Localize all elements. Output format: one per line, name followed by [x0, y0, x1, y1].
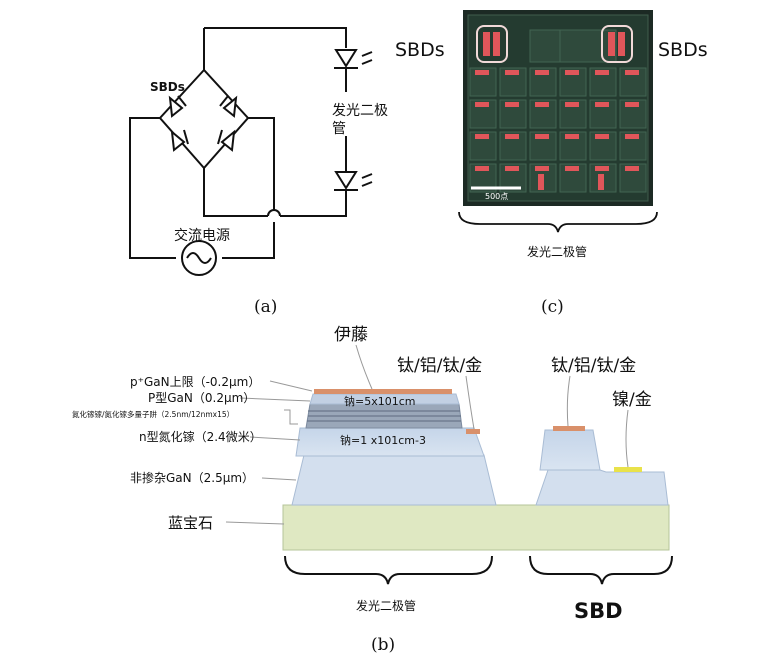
wire-crossover	[267, 209, 281, 217]
led-cell-pad	[505, 70, 519, 75]
led-contact-label: 钛/铝/钛/金	[397, 356, 482, 376]
bridge-diode-3	[170, 129, 189, 152]
ac-source-icon	[181, 240, 217, 276]
wire-left-loop	[129, 117, 176, 259]
sbd-bracket	[529, 555, 673, 585]
led-cell-pad	[595, 134, 609, 139]
led-p-gan	[309, 393, 460, 405]
mqw-lines	[307, 410, 461, 422]
led-cell-pad	[505, 102, 519, 107]
scale-bar-label: 500点	[485, 192, 508, 201]
led-cell-pad	[625, 102, 639, 107]
sapphire-substrate	[282, 504, 670, 551]
sbd-pads-right	[608, 32, 625, 56]
sbd-contact-label: 钛/铝/钛/金	[551, 356, 636, 376]
led-cell-pad	[505, 166, 519, 171]
led-cell-pad	[565, 134, 579, 139]
leader-sbd-ohmic	[566, 375, 571, 427]
led-cell-pad	[625, 166, 639, 171]
led-cell-pad	[625, 70, 639, 75]
wire-right-bottom	[222, 222, 275, 259]
caption-c: (c)	[541, 297, 564, 317]
led-cell-pad	[595, 102, 609, 107]
layer-n-gan-label: n型氮化镓（2.4微米）	[139, 429, 262, 444]
layer-p-cap-label: p⁺GaN上限（-0.2μm）	[130, 375, 260, 389]
sbd-schottky-contact	[614, 467, 642, 472]
led-cell-pad	[565, 70, 579, 75]
led-bracket-label: 发光二极管	[356, 598, 416, 613]
wire-led-bottom	[280, 190, 347, 217]
top-contact-label: 伊藤	[334, 325, 368, 345]
led-cell	[529, 67, 557, 97]
wire-top	[204, 27, 347, 48]
led-undoped-gan	[291, 454, 497, 506]
leader-mqw	[284, 409, 298, 425]
led-label-line2: 管	[332, 121, 346, 137]
leader-undoped	[261, 477, 297, 481]
sbd-undoped-gan	[535, 469, 669, 506]
led-cell-top	[559, 29, 617, 63]
circuit-diagram: SBDs 发光二极 管 交流电源	[129, 27, 388, 276]
led-cell-pad	[475, 70, 489, 75]
leader-p-cap	[269, 380, 313, 392]
led-cell-pad-vertical	[598, 174, 604, 190]
layer-undoped-label: 非掺杂GaN（2.5μm）	[130, 470, 254, 485]
sbd-n-gan	[539, 429, 601, 471]
led-group-bracket	[458, 211, 658, 233]
wire-right	[248, 117, 275, 210]
led-label-line1: 发光二极	[332, 103, 388, 119]
sbd-left-label: SBDs	[395, 39, 445, 61]
ac-source-label: 交流电源	[174, 227, 230, 244]
leader-sapphire	[225, 521, 285, 525]
sbd-ohmic-contact	[553, 426, 585, 431]
caption-a: (a)	[254, 297, 277, 317]
doping-p-label: 钠=5x101cm	[344, 394, 415, 408]
led-group-label: 发光二极管	[527, 244, 587, 259]
layer-p-gan-label: P型GaN（0.2μm）	[148, 391, 255, 405]
sbd-pads-left	[483, 32, 500, 56]
led-cell-pad	[535, 166, 549, 171]
layer-sapphire-label: 蓝宝石	[168, 514, 213, 532]
led-n-contact	[466, 429, 480, 434]
led-cell-pad	[475, 102, 489, 107]
sbd-highlight-left	[476, 25, 508, 63]
sbd-schottky-label: 镍/金	[612, 390, 652, 410]
led-bottom	[334, 171, 373, 191]
led-top-contact	[314, 389, 452, 394]
led-cell-grid	[469, 29, 647, 193]
led-cell-pad	[595, 70, 609, 75]
led-cell-pad	[475, 134, 489, 139]
wire-bridge-bottom	[203, 168, 268, 217]
led-cell-pad	[595, 166, 609, 171]
bridge-diode-2	[219, 95, 238, 118]
sbd-label: SBDs	[150, 80, 185, 94]
led-top	[334, 49, 373, 69]
leader-led-n-contact	[465, 375, 475, 430]
cross-section	[225, 344, 673, 585]
micrograph: 500点	[463, 10, 653, 206]
sbd-highlight-right	[601, 25, 633, 63]
led-cell-pad	[535, 102, 549, 107]
bridge-diode-1	[168, 95, 187, 118]
leader-schottky	[625, 409, 629, 468]
led-bracket	[284, 555, 493, 585]
led-cell-pad	[505, 134, 519, 139]
led-cell-pad	[565, 102, 579, 107]
leader-n-gan	[249, 436, 301, 441]
sbd-bracket-label: SBD	[574, 599, 623, 623]
led-cell-pad-vertical	[538, 174, 544, 190]
bridge-diode-4	[217, 129, 236, 152]
doping-n-label: 钠=1 x101cm-3	[340, 433, 426, 447]
led-cell-pad	[475, 166, 489, 171]
caption-b: (b)	[371, 635, 395, 655]
led-cell-pad	[535, 70, 549, 75]
sbd-right-label: SBDs	[658, 39, 708, 61]
led-cell-pad	[565, 166, 579, 171]
led-cell-pad	[535, 134, 549, 139]
layer-mqw-label: 氮化镓镓/氮化镓多量子阱（2.5nm/12nmx15）	[72, 409, 234, 419]
led-cell-pad	[625, 134, 639, 139]
leader-p-gan	[239, 397, 311, 402]
leader-top-contact	[355, 344, 373, 390]
